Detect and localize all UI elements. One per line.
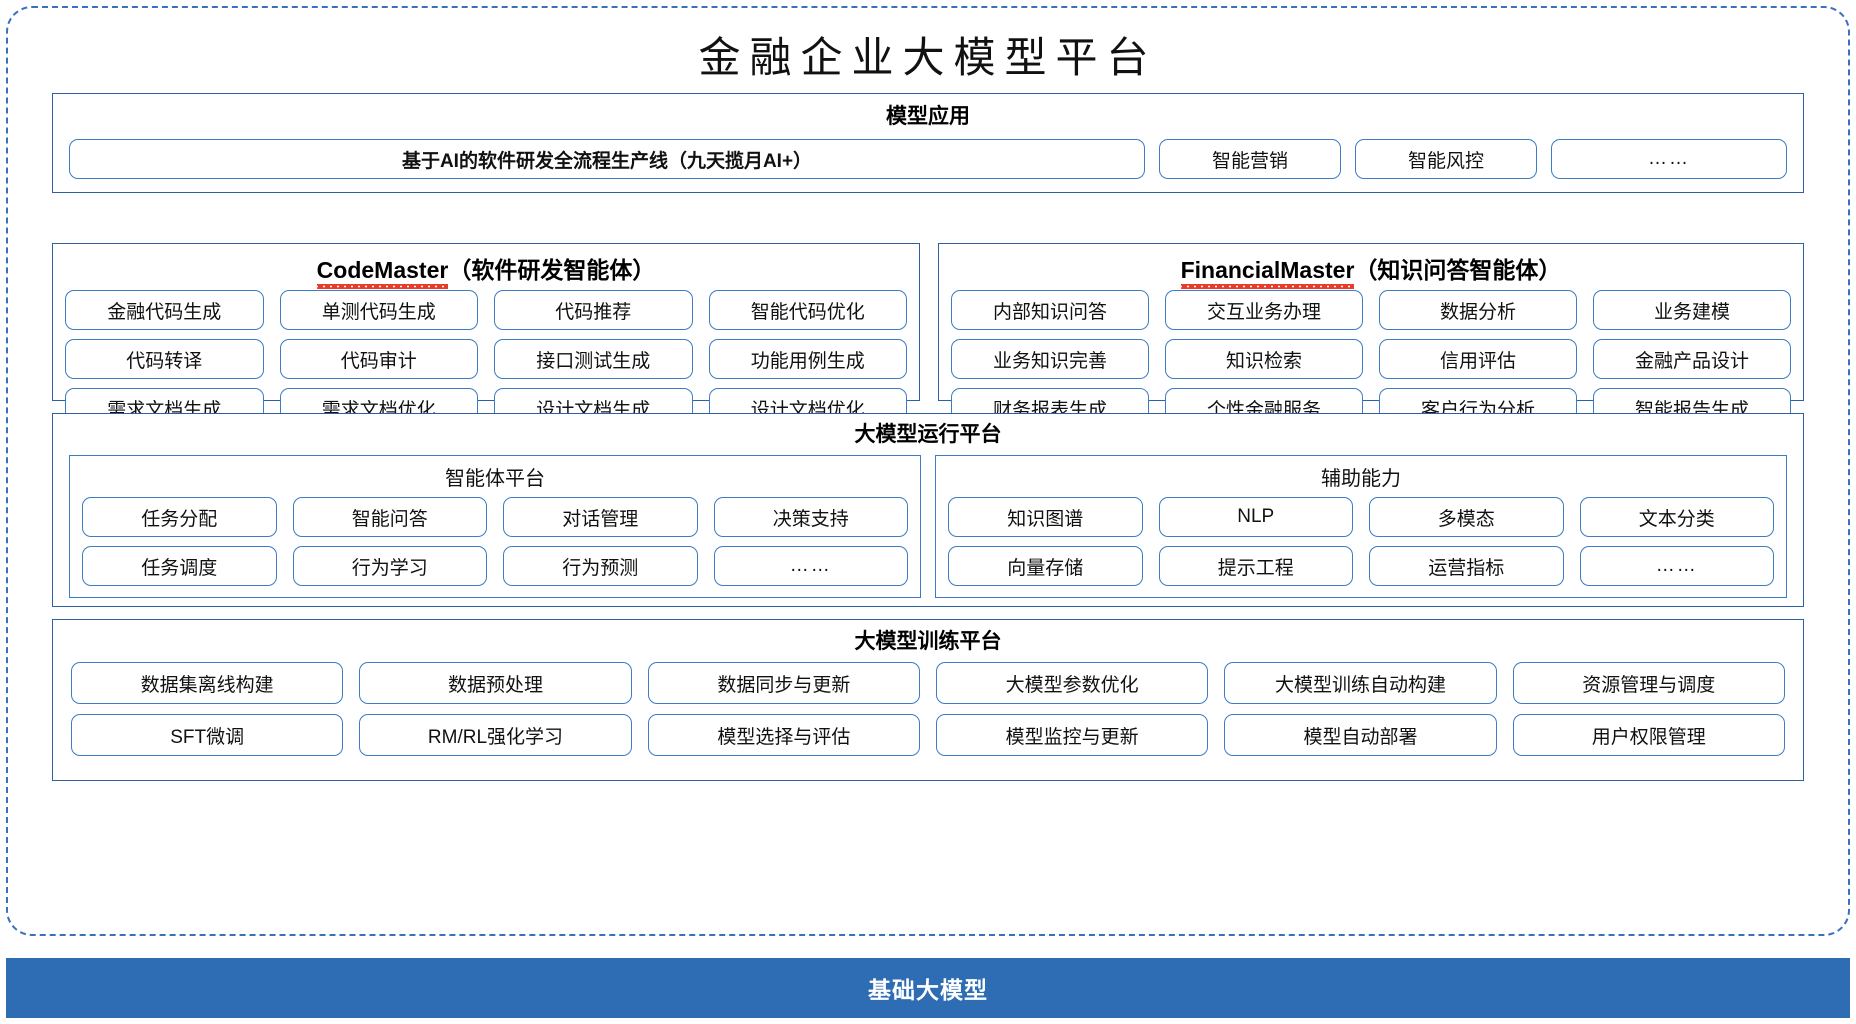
- train-platform-row: SFT微调 RM/RL强化学习 模型选择与评估 模型监控与更新 模型自动部署 用…: [71, 714, 1785, 756]
- section-run-platform: 大模型运行平台 智能体平台 任务分配 智能问答 对话管理 决策支持 任务调度 行…: [52, 413, 1804, 607]
- section-title-train-platform: 大模型训练平台: [854, 630, 1002, 653]
- sc-pill[interactable]: NLP: [1158, 497, 1353, 537]
- cm-pill[interactable]: 代码审计: [279, 339, 478, 379]
- app-item-more[interactable]: ……: [1551, 139, 1787, 179]
- ap-pill[interactable]: 决策支持: [713, 497, 908, 537]
- code-master-grid: 金融代码生成 单测代码生成 代码推荐 智能代码优化 代码转译 代码审计 接口测试…: [65, 290, 907, 428]
- tp-pill[interactable]: 数据同步与更新: [647, 662, 920, 704]
- subsection-support-capability: 辅助能力 知识图谱 NLP 多模态 文本分类 向量存储 提示工程 运营指标 ……: [935, 455, 1787, 598]
- fm-pill[interactable]: 信用评估: [1379, 339, 1577, 379]
- fm-pill[interactable]: 知识检索: [1165, 339, 1363, 379]
- train-platform-row: 数据集离线构建 数据预处理 数据同步与更新 大模型参数优化 大模型训练自动构建 …: [71, 662, 1785, 704]
- tp-pill[interactable]: 用户权限管理: [1512, 714, 1785, 756]
- support-capability-row: 向量存储 提示工程 运营指标 ……: [948, 546, 1774, 586]
- section-financial-master: FinancialMaster（知识问答智能体） 内部知识问答 交互业务办理 数…: [938, 243, 1804, 428]
- page-title: 金融企业大模型平台: [698, 33, 1158, 82]
- subsection-title-support-capability: 辅助能力: [1321, 468, 1401, 490]
- financial-master-grid: 内部知识问答 交互业务办理 数据分析 业务建模 业务知识完善 知识检索 信用评估…: [951, 290, 1791, 428]
- financial-master-row: 业务知识完善 知识检索 信用评估 金融产品设计: [951, 339, 1791, 379]
- tp-pill[interactable]: 大模型训练自动构建: [1224, 662, 1497, 704]
- agent-platform-row: 任务调度 行为学习 行为预测 ……: [82, 546, 908, 586]
- code-master-row: 金融代码生成 单测代码生成 代码推荐 智能代码优化: [65, 290, 907, 330]
- tp-pill[interactable]: 模型选择与评估: [647, 714, 920, 756]
- code-master-name: CodeMaster: [316, 257, 449, 289]
- code-master-subtitle: （软件研发智能体）: [448, 257, 656, 283]
- fm-pill[interactable]: 内部知识问答: [951, 290, 1149, 330]
- ap-pill[interactable]: 任务分配: [82, 497, 277, 537]
- fm-pill[interactable]: 金融产品设计: [1593, 339, 1791, 379]
- ap-pill-more[interactable]: ……: [713, 546, 908, 586]
- cm-pill[interactable]: 单测代码生成: [279, 290, 478, 330]
- run-platform-columns: 智能体平台 任务分配 智能问答 对话管理 决策支持 任务调度 行为学习 行为预测…: [69, 455, 1787, 598]
- tp-pill[interactable]: 数据预处理: [359, 662, 632, 704]
- cm-pill[interactable]: 智能代码优化: [708, 290, 907, 330]
- sc-pill[interactable]: 提示工程: [1158, 546, 1353, 586]
- subsection-title-agent-platform: 智能体平台: [445, 468, 545, 490]
- financial-master-row: 内部知识问答 交互业务办理 数据分析 业务建模: [951, 290, 1791, 330]
- ap-pill[interactable]: 智能问答: [292, 497, 487, 537]
- cm-pill[interactable]: 功能用例生成: [708, 339, 907, 379]
- train-platform-grid: 数据集离线构建 数据预处理 数据同步与更新 大模型参数优化 大模型训练自动构建 …: [71, 662, 1785, 756]
- ap-pill[interactable]: 对话管理: [503, 497, 698, 537]
- app-item-marketing[interactable]: 智能营销: [1159, 139, 1341, 179]
- tp-pill[interactable]: 模型监控与更新: [935, 714, 1209, 756]
- financial-master-name: FinancialMaster: [1180, 257, 1355, 289]
- sc-pill-more[interactable]: ……: [1579, 546, 1774, 586]
- section-title-code-master: CodeMaster（软件研发智能体）: [53, 251, 919, 289]
- section-model-application: 模型应用 基于AI的软件研发全流程生产线（九天揽月AI+） 智能营销 智能风控 …: [52, 93, 1804, 193]
- model-application-row: 基于AI的软件研发全流程生产线（九天揽月AI+） 智能营销 智能风控 ……: [69, 139, 1787, 179]
- ap-pill[interactable]: 任务调度: [82, 546, 277, 586]
- sc-pill[interactable]: 向量存储: [948, 546, 1143, 586]
- fm-pill[interactable]: 交互业务办理: [1165, 290, 1363, 330]
- section-title-model-application: 模型应用: [886, 105, 970, 128]
- cm-pill[interactable]: 代码转译: [65, 339, 264, 379]
- tp-pill[interactable]: 数据集离线构建: [71, 662, 344, 704]
- app-item-risk-control[interactable]: 智能风控: [1355, 139, 1537, 179]
- fm-pill[interactable]: 数据分析: [1379, 290, 1577, 330]
- cm-pill[interactable]: 代码推荐: [494, 290, 693, 330]
- sc-pill[interactable]: 运营指标: [1369, 546, 1564, 586]
- tp-pill[interactable]: 大模型参数优化: [935, 662, 1209, 704]
- fm-pill[interactable]: 业务知识完善: [951, 339, 1149, 379]
- section-title-run-platform: 大模型运行平台: [854, 423, 1002, 446]
- section-train-platform: 大模型训练平台 数据集离线构建 数据预处理 数据同步与更新 大模型参数优化 大模…: [52, 619, 1804, 781]
- tp-pill[interactable]: SFT微调: [71, 714, 344, 756]
- tp-pill[interactable]: 模型自动部署: [1224, 714, 1497, 756]
- financial-master-subtitle: （知识问答智能体）: [1354, 257, 1562, 283]
- cm-pill[interactable]: 金融代码生成: [65, 290, 264, 330]
- ap-pill[interactable]: 行为预测: [503, 546, 698, 586]
- ap-pill[interactable]: 行为学习: [292, 546, 487, 586]
- tp-pill[interactable]: RM/RL强化学习: [359, 714, 632, 756]
- sc-pill[interactable]: 多模态: [1369, 497, 1564, 537]
- outer-dashed-frame: [6, 6, 1850, 936]
- section-title-financial-master: FinancialMaster（知识问答智能体）: [939, 251, 1803, 289]
- tp-pill[interactable]: 资源管理与调度: [1512, 662, 1785, 704]
- subsection-agent-platform: 智能体平台 任务分配 智能问答 对话管理 决策支持 任务调度 行为学习 行为预测…: [69, 455, 921, 598]
- sc-pill[interactable]: 文本分类: [1579, 497, 1774, 537]
- agent-platform-row: 任务分配 智能问答 对话管理 决策支持: [82, 497, 908, 537]
- sc-pill[interactable]: 知识图谱: [948, 497, 1143, 537]
- code-master-row: 代码转译 代码审计 接口测试生成 功能用例生成: [65, 339, 907, 379]
- cm-pill[interactable]: 接口测试生成: [494, 339, 693, 379]
- fm-pill[interactable]: 业务建模: [1593, 290, 1791, 330]
- base-model-bar: 基础大模型: [6, 958, 1850, 1018]
- app-primary-pill[interactable]: 基于AI的软件研发全流程生产线（九天揽月AI+）: [69, 139, 1145, 179]
- support-capability-row: 知识图谱 NLP 多模态 文本分类: [948, 497, 1774, 537]
- section-code-master: CodeMaster（软件研发智能体） 金融代码生成 单测代码生成 代码推荐 智…: [52, 243, 920, 428]
